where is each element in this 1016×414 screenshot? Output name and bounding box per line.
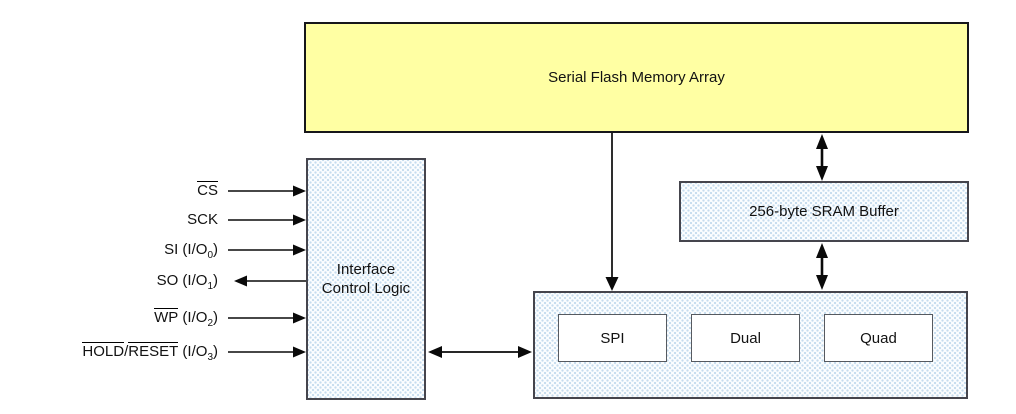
signal-row-so-i-o1: SO (I/O1)	[156, 272, 218, 292]
memory-sram-arrow	[816, 134, 828, 181]
signal-arrow-so-i-o1	[234, 275, 306, 287]
memory-to-io-arrow	[605, 133, 619, 291]
signal-arrow-sck	[228, 214, 306, 226]
sram-buffer-label: 256-byte SRAM Buffer	[749, 203, 899, 220]
signal-row-cs: CS	[197, 181, 218, 199]
interface-control-logic-label-line2: Control Logic	[321, 280, 411, 297]
memory-array-block: Serial Flash Memory Array	[304, 22, 969, 133]
signal-arrow-si-i-o0	[228, 244, 306, 256]
sram-io-arrow	[816, 243, 828, 290]
signal-row-sck: SCK	[187, 211, 218, 228]
spi-block: SPI	[558, 314, 667, 362]
signal-arrow-hold-reset-i-o3	[228, 346, 306, 358]
signal-arrow-cs	[228, 185, 306, 197]
interface-control-logic-label-line1: Interface	[336, 261, 396, 278]
spi-label: SPI	[600, 329, 625, 347]
memory-array-label: Serial Flash Memory Array	[548, 69, 725, 86]
signal-row-hold-reset-i-o3: HOLD/RESET (I/O3)	[82, 342, 218, 363]
quad-label: Quad	[860, 329, 897, 347]
interface-control-logic-block: Interface Control Logic	[306, 158, 426, 400]
signal-row-si-i-o0: SI (I/O0)	[164, 241, 218, 261]
dual-block: Dual	[691, 314, 800, 362]
interface-control-logic-label: Interface Control Logic	[322, 260, 410, 298]
dual-label: Dual	[730, 329, 761, 347]
quad-block: Quad	[824, 314, 933, 362]
icl-io-arrow	[428, 346, 532, 358]
signal-row-wp-i-o2: WP (I/O2)	[154, 308, 218, 329]
signal-arrow-wp-i-o2	[228, 312, 306, 324]
sram-buffer-block: 256-byte SRAM Buffer	[679, 181, 969, 242]
